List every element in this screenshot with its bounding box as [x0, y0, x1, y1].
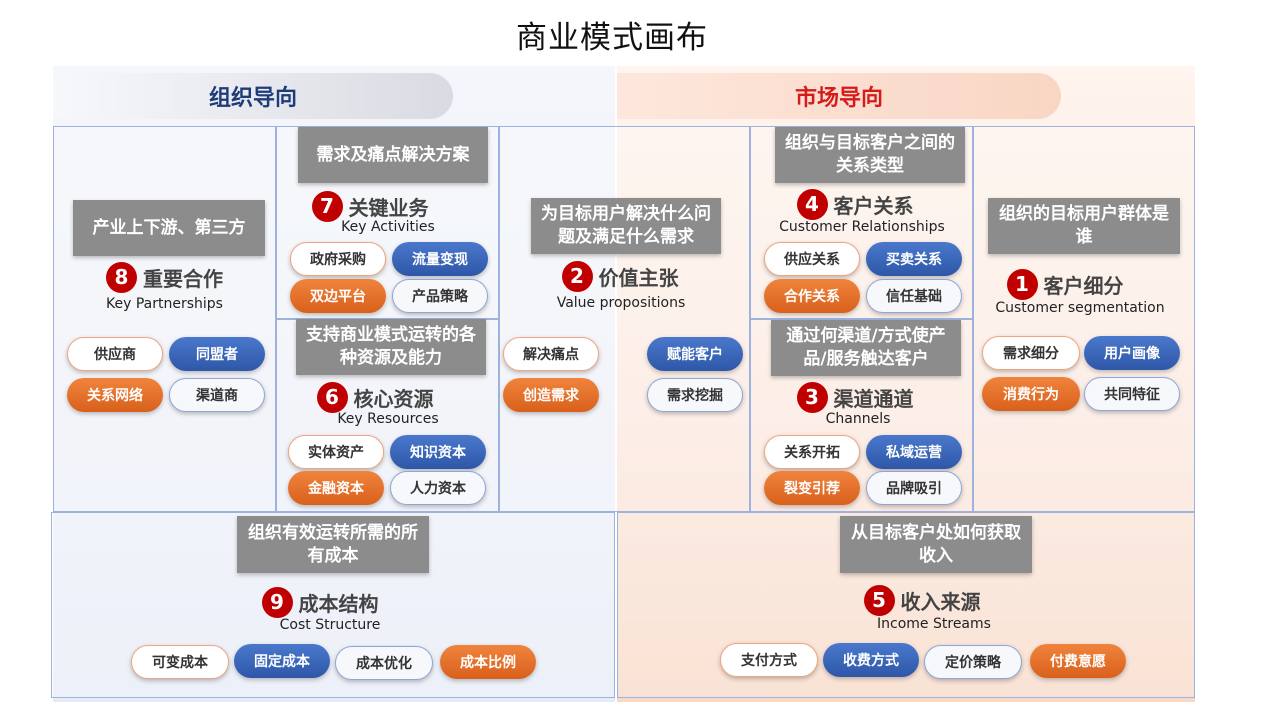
tag-activities-2[interactable]: 流量变现 [392, 242, 488, 276]
tag-segments-1[interactable]: 需求细分 [982, 336, 1080, 370]
channels-question: 通过何渠道/方式使产品/服务触达客户 [771, 320, 961, 376]
partners-title: 重要合作 [143, 266, 223, 291]
value-number: 2 [561, 260, 593, 292]
revenue-number: 5 [863, 584, 895, 616]
tag-value-4[interactable]: 需求挖掘 [647, 378, 743, 412]
segments-question: 组织的目标用户群体是谁 [988, 198, 1180, 254]
tag-resources-4[interactable]: 人力资本 [390, 471, 486, 505]
activities-heading: 7 关键业务 [290, 190, 450, 222]
tag-channels-3[interactable]: 裂变引荐 [764, 471, 860, 505]
page-title: 商业模式画布 [516, 20, 708, 56]
segments-heading: 1 客户细分 [990, 268, 1140, 300]
relationships-title: 客户关系 [833, 193, 914, 218]
activities-title: 关键业务 [348, 195, 429, 220]
channels-title: 渠道通道 [833, 386, 914, 411]
tag-relationships-2[interactable]: 买卖关系 [866, 242, 962, 276]
segments-cell [973, 126, 1195, 512]
resources-subtitle: Key Resources [337, 411, 439, 427]
tag-relationships-4[interactable]: 信任基础 [866, 279, 962, 313]
cost-number: 9 [261, 586, 293, 618]
channels-number: 3 [796, 381, 828, 413]
tag-resources-3[interactable]: 金融资本 [288, 471, 384, 505]
segments-number: 1 [1006, 268, 1038, 300]
value-question: 为目标用户解决什么问题及满足什么需求 [531, 198, 721, 254]
channels-heading: 3 渠道通道 [780, 381, 930, 413]
tag-revenue-1[interactable]: 支付方式 [720, 643, 818, 677]
tag-cost-4[interactable]: 成本比例 [440, 645, 536, 679]
market-orientation-header: 市场导向 [617, 73, 1061, 119]
organization-orientation-header: 组织导向 [53, 73, 453, 119]
revenue-question: 从目标客户处如何获取收入 [840, 516, 1032, 573]
tag-cost-1[interactable]: 可变成本 [131, 645, 229, 679]
tag-channels-1[interactable]: 关系开拓 [764, 435, 860, 469]
tag-activities-1[interactable]: 政府采购 [290, 242, 386, 276]
tag-relationships-3[interactable]: 合作关系 [764, 279, 860, 313]
value-heading: 2 价值主张 [540, 260, 700, 292]
tag-channels-4[interactable]: 品牌吸引 [866, 471, 962, 505]
tag-revenue-4[interactable]: 付费意愿 [1030, 644, 1126, 678]
activities-subtitle: Key Activities [341, 219, 435, 235]
partners-cell [53, 126, 276, 512]
cost-title: 成本结构 [298, 591, 379, 616]
tag-relationships-1[interactable]: 供应关系 [764, 242, 860, 276]
tag-partners-1[interactable]: 供应商 [67, 337, 163, 371]
tag-partners-4[interactable]: 渠道商 [169, 378, 265, 412]
revenue-title: 收入来源 [900, 589, 981, 614]
resources-number: 6 [316, 381, 348, 413]
tag-value-2[interactable]: 赋能客户 [647, 337, 743, 371]
cost-question: 组织有效运转所需的所有成本 [237, 516, 429, 573]
tag-segments-4[interactable]: 共同特征 [1084, 377, 1180, 411]
tag-revenue-3[interactable]: 定价策略 [924, 645, 1022, 679]
tag-resources-1[interactable]: 实体资产 [288, 435, 384, 469]
tag-value-3[interactable]: 创造需求 [503, 378, 599, 412]
partners-number: 8 [106, 261, 137, 293]
tag-revenue-2[interactable]: 收费方式 [823, 643, 919, 677]
tag-resources-2[interactable]: 知识资本 [390, 435, 486, 469]
tag-cost-2[interactable]: 固定成本 [234, 644, 330, 678]
tag-value-1[interactable]: 解决痛点 [503, 337, 599, 371]
value-subtitle: Value propositions [556, 295, 686, 311]
partners-question: 产业上下游、第三方 [73, 200, 265, 256]
value-title: 价值主张 [598, 265, 679, 290]
segments-subtitle: Customer segmentation [995, 300, 1165, 316]
relationships-heading: 4 客户关系 [780, 188, 930, 220]
relationships-subtitle: Customer Relationships [779, 219, 945, 235]
relationships-number: 4 [796, 188, 828, 220]
resources-question: 支持商业模式运转的各种资源及能力 [296, 319, 486, 375]
partners-heading: 8 重要合作 [53, 261, 276, 293]
revenue-subtitle: Income Streams [877, 616, 991, 632]
relationships-question: 组织与目标客户之间的关系类型 [775, 127, 965, 183]
segments-title: 客户细分 [1043, 273, 1124, 298]
partners-subtitle: Key Partnerships [106, 296, 223, 312]
activities-question: 需求及痛点解决方案 [298, 127, 488, 183]
tag-partners-2[interactable]: 同盟者 [169, 337, 265, 371]
channels-subtitle: Channels [825, 411, 891, 427]
value-cell [499, 126, 750, 512]
tag-activities-4[interactable]: 产品策略 [392, 279, 488, 313]
tag-cost-3[interactable]: 成本优化 [335, 646, 433, 680]
resources-title: 核心资源 [353, 386, 434, 411]
tag-partners-3[interactable]: 关系网络 [67, 378, 163, 412]
cost-heading: 9 成本结构 [250, 586, 390, 618]
activities-number: 7 [311, 190, 343, 222]
revenue-heading: 5 收入来源 [852, 584, 992, 616]
tag-channels-2[interactable]: 私域运营 [866, 435, 962, 469]
tag-activities-3[interactable]: 双边平台 [290, 279, 386, 313]
tag-segments-2[interactable]: 用户画像 [1084, 336, 1180, 370]
resources-heading: 6 核心资源 [290, 381, 460, 413]
cost-subtitle: Cost Structure [279, 617, 381, 633]
tag-segments-3[interactable]: 消费行为 [982, 377, 1080, 411]
